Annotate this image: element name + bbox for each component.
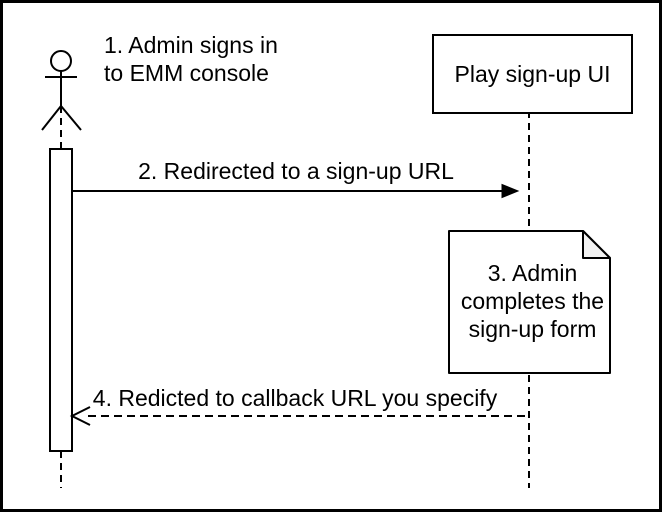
message-arrow-redirect xyxy=(72,183,520,199)
arrowhead-filled-icon xyxy=(501,183,520,199)
actor-label: 1. Admin signs in to EMM console xyxy=(104,31,278,87)
actor-label-line2: to EMM console xyxy=(104,60,269,86)
message-redirect-label: 2. Redirected to a sign-up URL xyxy=(138,158,454,184)
actor-head xyxy=(50,50,72,72)
note-shape xyxy=(448,230,611,374)
diagram-shapes xyxy=(41,50,611,488)
participant-label: Play sign-up UI xyxy=(454,60,611,87)
note-fold-icon xyxy=(582,230,611,259)
note-label-line1: 3. Admin xyxy=(487,260,578,286)
arrowhead-open-icon xyxy=(69,406,91,426)
note-label-line2: completes the xyxy=(460,288,605,314)
actor-label-line1: 1. Admin signs in xyxy=(104,32,278,58)
participant-box: Play sign-up UI xyxy=(432,34,633,114)
message-arrow-callback xyxy=(69,406,529,426)
note-label-line3: sign-up form xyxy=(468,316,597,342)
note-label: 3. Admin completes the sign-up form xyxy=(452,259,613,343)
activation-bar xyxy=(49,148,73,452)
message-callback-label: 4. Redicted to callback URL you specify xyxy=(92,385,498,411)
